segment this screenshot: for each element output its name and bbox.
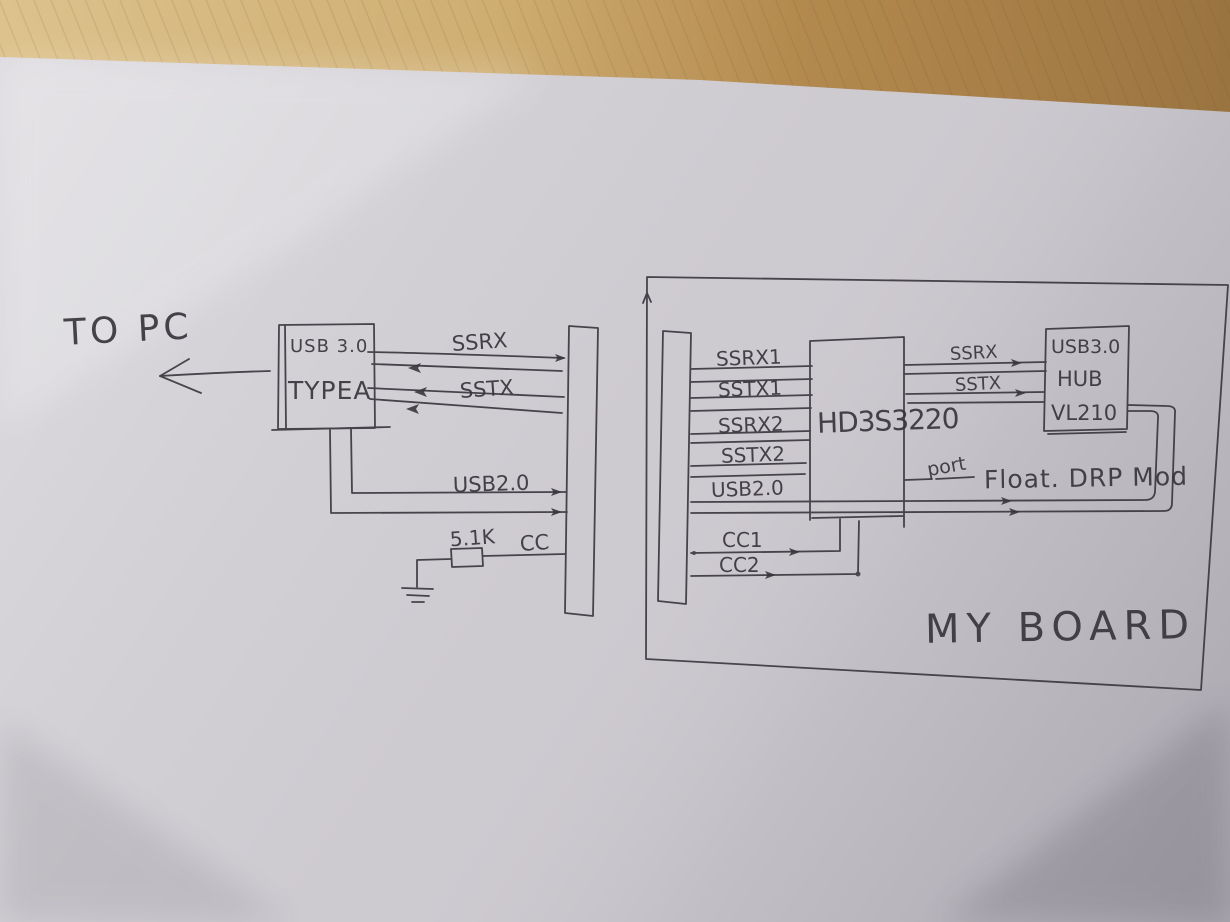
board-cc1-label: CC1 — [722, 528, 763, 552]
paper-highlight-band — [0, 57, 545, 430]
resistor-body — [450, 547, 484, 568]
cc1-arrowhead — [789, 548, 800, 556]
cable-ssrx-label: SSRX — [451, 328, 508, 356]
to-pc-label: TO PC — [62, 306, 194, 354]
hub-double-bottom — [1047, 431, 1127, 435]
ground-bar-2 — [406, 594, 430, 597]
usb20-line-1 — [329, 429, 568, 514]
chip-hub-lines — [903, 361, 1047, 404]
chip-bottom-edge — [811, 515, 904, 519]
cc1-junction-dot — [692, 551, 696, 555]
ssrx1-line-2 — [690, 378, 813, 383]
hub-ssrx-arrowhead — [1011, 359, 1022, 367]
cc-pulldown-circuit — [401, 547, 566, 603]
cable-usb20-lines — [329, 427, 568, 514]
ssrx-line-1 — [367, 351, 565, 359]
ssrx2-line-2 — [690, 439, 811, 444]
typea-box-label-line1: USB 3.0 — [290, 336, 368, 357]
arrow-barb-upper — [159, 358, 190, 377]
usb-hub-box — [1043, 325, 1130, 435]
ssrx-arrowhead — [555, 354, 566, 362]
hub-ssrx-line-2 — [903, 370, 1047, 375]
ssrx1-line-1 — [690, 365, 813, 370]
ground-bar-1 — [401, 587, 434, 590]
ground-lead — [416, 558, 452, 588]
board-usb20-label: USB2.0 — [711, 475, 785, 502]
hub-ssrx-line-1 — [903, 361, 1047, 366]
arrowheads — [406, 354, 1026, 579]
board-sstx1-label: SSTX1 — [718, 376, 783, 402]
sstx2-arrowhead — [406, 404, 419, 414]
mux-chip-box — [809, 336, 905, 528]
board-ssrx2-label: SSRX2 — [718, 412, 785, 438]
sstx1-line-1 — [690, 394, 813, 399]
usb20-arrowhead-1 — [551, 488, 562, 496]
board-title-label: MY BOARD — [925, 602, 1197, 653]
cc1-line — [690, 518, 841, 554]
cc-line — [482, 553, 566, 557]
hub-label-line3: VL210 — [1051, 401, 1117, 425]
board-signal-lines — [690, 365, 1176, 577]
board-outline — [642, 276, 1229, 691]
board-ssrx1-label: SSRX1 — [716, 345, 783, 371]
board-sstx2-label: SSTX2 — [721, 442, 786, 468]
labels: TO PC USB 3.0 TYPEA SSRX SSTX USB2.0 5.1… — [62, 306, 1196, 653]
cc2-junction-dot — [855, 571, 861, 577]
usb20-arrowhead-2 — [551, 508, 562, 516]
port-line — [904, 476, 975, 481]
chip-outline — [809, 336, 905, 528]
cable-sstx-label: SSTX — [459, 375, 514, 403]
arrow-to-pc — [159, 358, 271, 394]
sstx-line-1 — [367, 387, 565, 398]
loop-arrowhead-1 — [1001, 497, 1012, 505]
board-connector-bar — [657, 330, 692, 605]
hub-outline — [1043, 325, 1130, 432]
box-double-edge — [284, 324, 287, 429]
paper-corner-shadow — [940, 700, 1230, 922]
mux-chip-label: HD3S3220 — [817, 402, 960, 440]
box-bottom-bracket — [271, 426, 391, 431]
usb-typea-box — [271, 323, 391, 431]
paper-lighting — [0, 57, 1230, 922]
sstx-line-2 — [369, 398, 563, 414]
hub-sstx-line-2 — [907, 401, 1045, 404]
cable-superspeed-lines — [367, 351, 565, 414]
board-rect — [645, 276, 1229, 691]
hub-label-line2: HUB — [1057, 367, 1103, 391]
loop-arrowhead-2 — [1009, 508, 1020, 516]
cable-usb20-label: USB2.0 — [452, 471, 529, 498]
cc-label: CC — [519, 530, 550, 556]
ssrx2-line-1 — [690, 430, 811, 435]
sstx-arrowhead — [414, 387, 427, 397]
usb20-line-2 — [350, 427, 567, 494]
ssrx-line-2 — [371, 363, 563, 372]
usb20-loop-line-2 — [690, 404, 1176, 514]
ink-strokes — [159, 276, 1229, 691]
sstx2-line-2 — [690, 473, 806, 478]
drp-mode-label: Float. DRP Mod — [984, 462, 1188, 495]
paper-left-shadow — [0, 720, 290, 922]
board-edge-tick — [642, 292, 652, 304]
usb20-loop-line-1 — [690, 410, 1159, 503]
ssrx2-arrowhead — [408, 363, 421, 373]
arrow-barb-lower — [159, 375, 202, 394]
sstx1-line-2 — [690, 407, 812, 412]
hub-ssrx-label: SSRX — [949, 342, 998, 365]
typea-box-label-line2: TYPEA — [287, 376, 372, 405]
sstx2-line-1 — [690, 462, 807, 467]
arrow-shaft — [159, 370, 271, 377]
cable-connector-bar — [564, 325, 599, 617]
hub-sstx-arrowhead — [1015, 389, 1026, 397]
hub-sstx-label: SSTX — [954, 373, 1001, 396]
cc2-arrowhead — [765, 571, 776, 579]
resistor-value-label: 5.1K — [449, 524, 496, 551]
hub-label-line1: USB3.0 — [1051, 336, 1120, 358]
board-cc2-label: CC2 — [719, 553, 760, 577]
